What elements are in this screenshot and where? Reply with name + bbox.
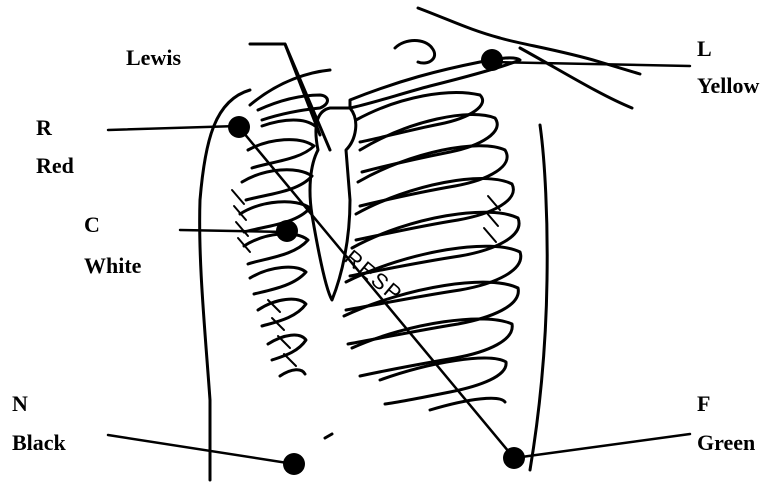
electrode-n (283, 453, 305, 475)
electrode-f (503, 447, 525, 469)
electrode-l (481, 49, 503, 71)
label-lewis: Lewis (126, 47, 181, 69)
left-torso-outline (200, 90, 250, 480)
c-leader (180, 230, 286, 232)
electrode-r (228, 116, 250, 138)
label-l-code: L (697, 38, 712, 60)
label-r-code: R (36, 117, 52, 139)
label-l-color: Yellow (697, 75, 759, 97)
label-n-code: N (12, 393, 28, 415)
label-f-color: Green (697, 432, 755, 454)
label-f-code: F (697, 393, 710, 415)
clavicle-knob (395, 41, 435, 64)
label-n-color: Black (12, 432, 66, 454)
label-r-color: Red (36, 155, 74, 177)
navel-mark (325, 434, 332, 438)
electrode-c (276, 220, 298, 242)
r-leader (108, 126, 238, 130)
label-c-color: White (84, 255, 141, 277)
right-torso-outline (530, 125, 547, 470)
f-leader (514, 434, 690, 458)
label-c-code: C (84, 214, 100, 236)
n-leader (108, 435, 294, 464)
l-leader (492, 62, 690, 66)
